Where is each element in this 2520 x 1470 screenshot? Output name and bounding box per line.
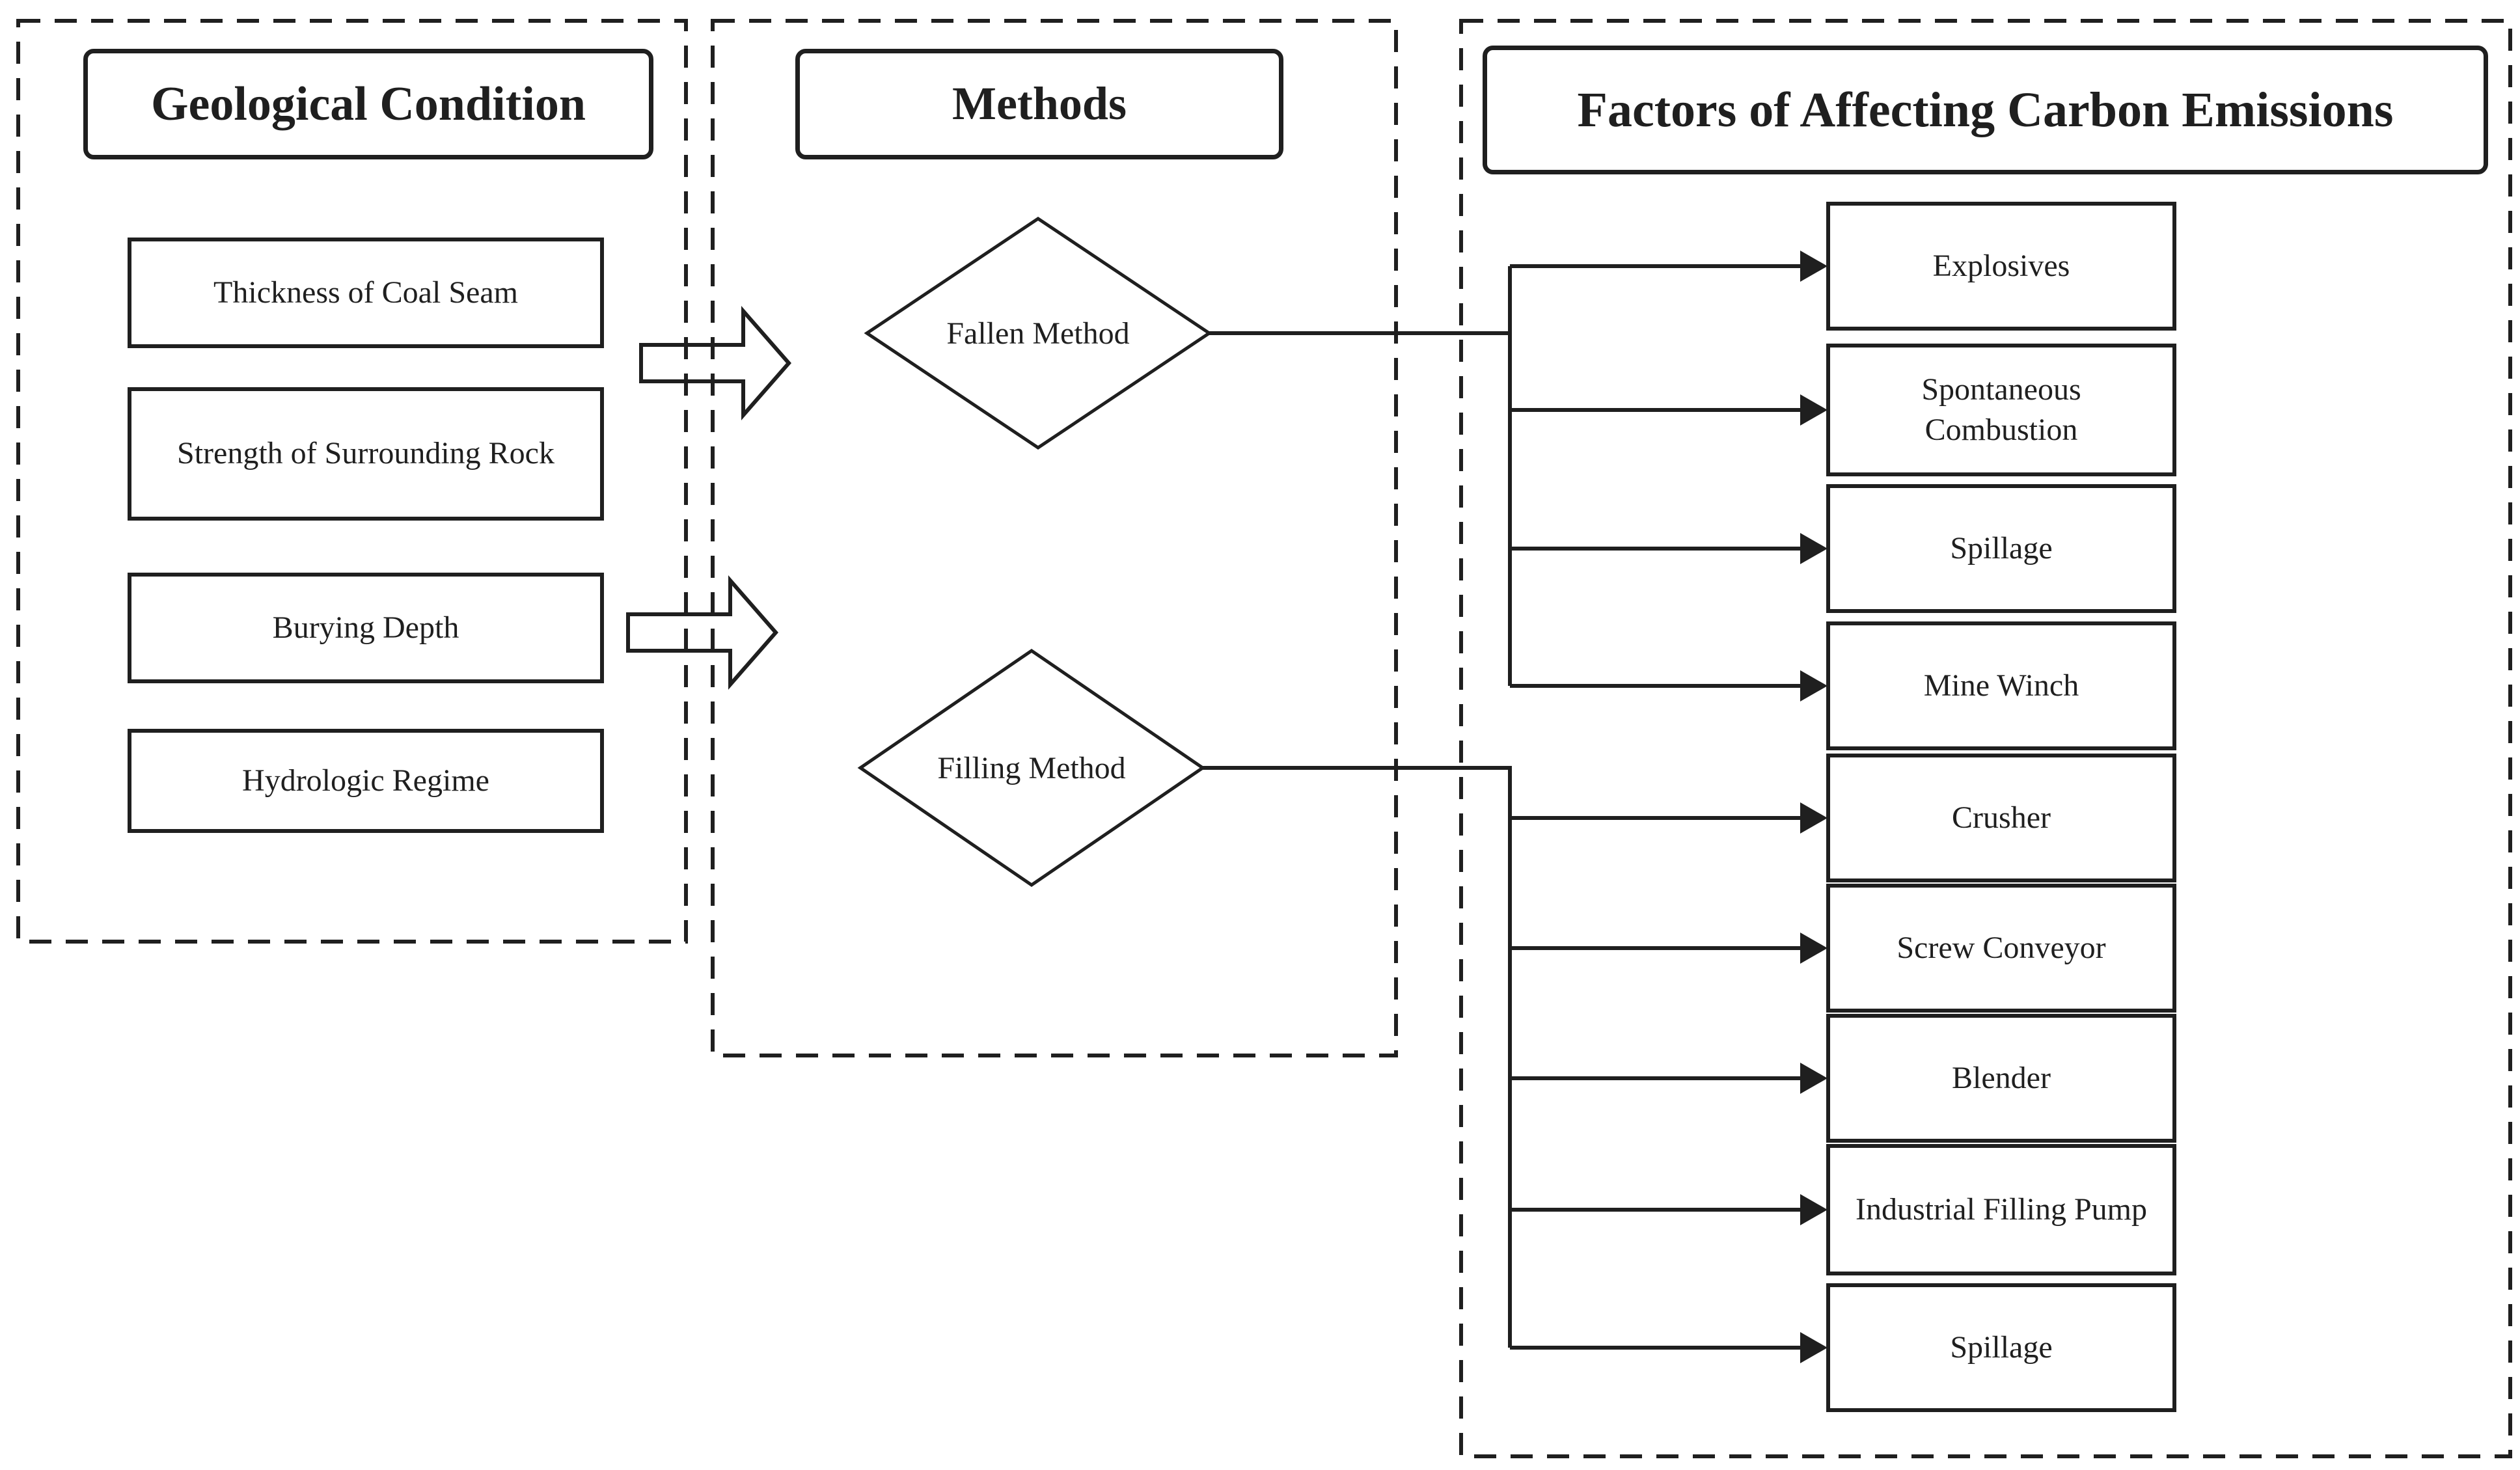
arrowhead-crusher-icon <box>1800 802 1828 834</box>
arrowhead-explosives-icon <box>1800 251 1828 282</box>
block-arrow-top-icon <box>639 306 791 420</box>
methods-section-frame <box>711 19 1398 1057</box>
explosives-box: Explosives <box>1826 202 2176 331</box>
spontaneous-combustion-box: Spontaneous Combustion <box>1826 344 2176 476</box>
industrial-filling-pump-box: Industrial Filling Pump <box>1826 1144 2176 1275</box>
arrowhead-spillage-icon <box>1800 533 1828 564</box>
arrowhead-spontaneous-combustion-icon <box>1800 394 1828 426</box>
screw-conveyor-box: Screw Conveyor <box>1826 884 2176 1013</box>
spillage-box: Spillage <box>1826 484 2176 613</box>
strength-of-surrounding-rock-box: Strength of Surrounding Rock <box>128 387 604 521</box>
filling-method-label: Filling Method <box>937 750 1126 785</box>
blender-box: Blender <box>1826 1014 2176 1143</box>
factors-section-frame <box>1459 19 2512 1458</box>
arrowhead-screw-conveyor-icon <box>1800 932 1828 964</box>
crusher-box: Crusher <box>1826 754 2176 882</box>
filling-feed-and-trunk-line <box>1203 766 1512 1348</box>
burying-depth-box: Burying Depth <box>128 573 604 683</box>
methods-title: Methods <box>795 49 1283 159</box>
mine-winch-box: Mine Winch <box>1826 621 2176 750</box>
block-arrow-bottom-icon <box>626 575 778 690</box>
spillage-2-box: Spillage <box>1826 1283 2176 1412</box>
geological-condition-title: Geological Condition <box>83 49 653 159</box>
arrowhead-industrial-filling-pump-icon <box>1800 1194 1828 1225</box>
factors-title: Factors of Affecting Carbon Emissions <box>1483 46 2488 174</box>
fallen-method-label: Fallen Method <box>946 316 1130 351</box>
arrowhead-blender-icon <box>1800 1063 1828 1094</box>
arrowhead-spillage-2-icon <box>1800 1332 1828 1363</box>
arrowhead-mine-winch-icon <box>1800 670 1828 701</box>
geological-section-frame <box>16 19 688 944</box>
thickness-of-coal-seam-box: Thickness of Coal Seam <box>128 238 604 348</box>
hydrologic-regime-box: Hydrologic Regime <box>128 729 604 833</box>
